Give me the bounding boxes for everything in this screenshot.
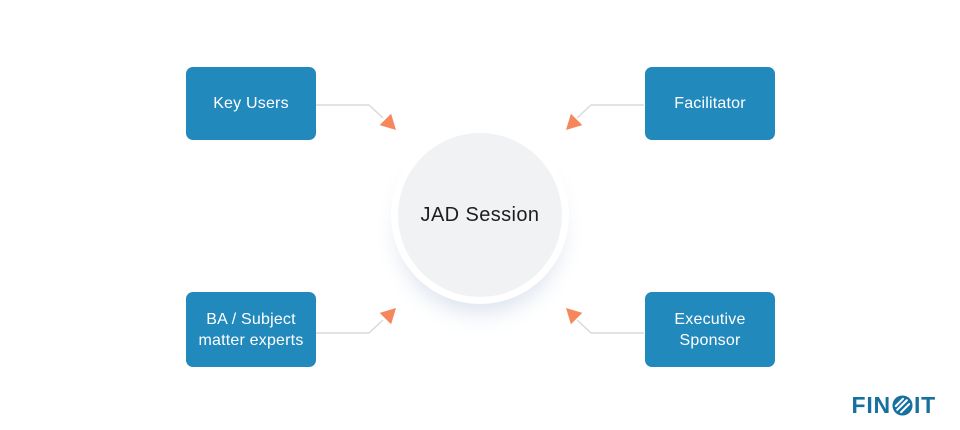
arrowhead-ba-subject-matter-experts-icon — [379, 308, 396, 325]
center-circle-label: JAD Session — [420, 203, 540, 226]
arrowhead-key-users-icon — [379, 113, 396, 130]
connector-line-ba-subject-matter-experts — [316, 319, 384, 334]
node-executive-sponsor-label: Executive Sponsor — [674, 310, 746, 349]
node-key-users-label: Key Users — [213, 95, 289, 112]
center-circle: JAD Session — [398, 133, 562, 297]
arrowhead-executive-sponsor-icon — [566, 308, 583, 325]
connector-ba-subject-matter-experts — [316, 308, 396, 334]
node-ba-subject-matter-experts-label: BA / Subject matter experts — [198, 310, 304, 349]
logo-text-it: IT — [913, 392, 936, 418]
node-executive-sponsor: Executive Sponsor — [645, 292, 775, 367]
finoit-logo: FIN IT — [852, 394, 937, 417]
connector-line-key-users — [316, 104, 384, 119]
node-facilitator: Facilitator — [645, 67, 775, 140]
logo-text-fin: FIN — [851, 392, 891, 418]
connector-key-users — [316, 104, 396, 130]
connector-line-executive-sponsor — [576, 319, 644, 334]
logo-ball-icon — [892, 395, 913, 416]
node-ba-subject-matter-experts: BA / Subject matter experts — [186, 292, 316, 367]
node-facilitator-label: Facilitator — [674, 95, 746, 112]
connector-facilitator — [566, 104, 644, 130]
connector-executive-sponsor — [566, 308, 644, 334]
arrowhead-facilitator-icon — [566, 113, 583, 130]
connector-line-facilitator — [576, 104, 644, 119]
node-key-users: Key Users — [186, 67, 316, 140]
